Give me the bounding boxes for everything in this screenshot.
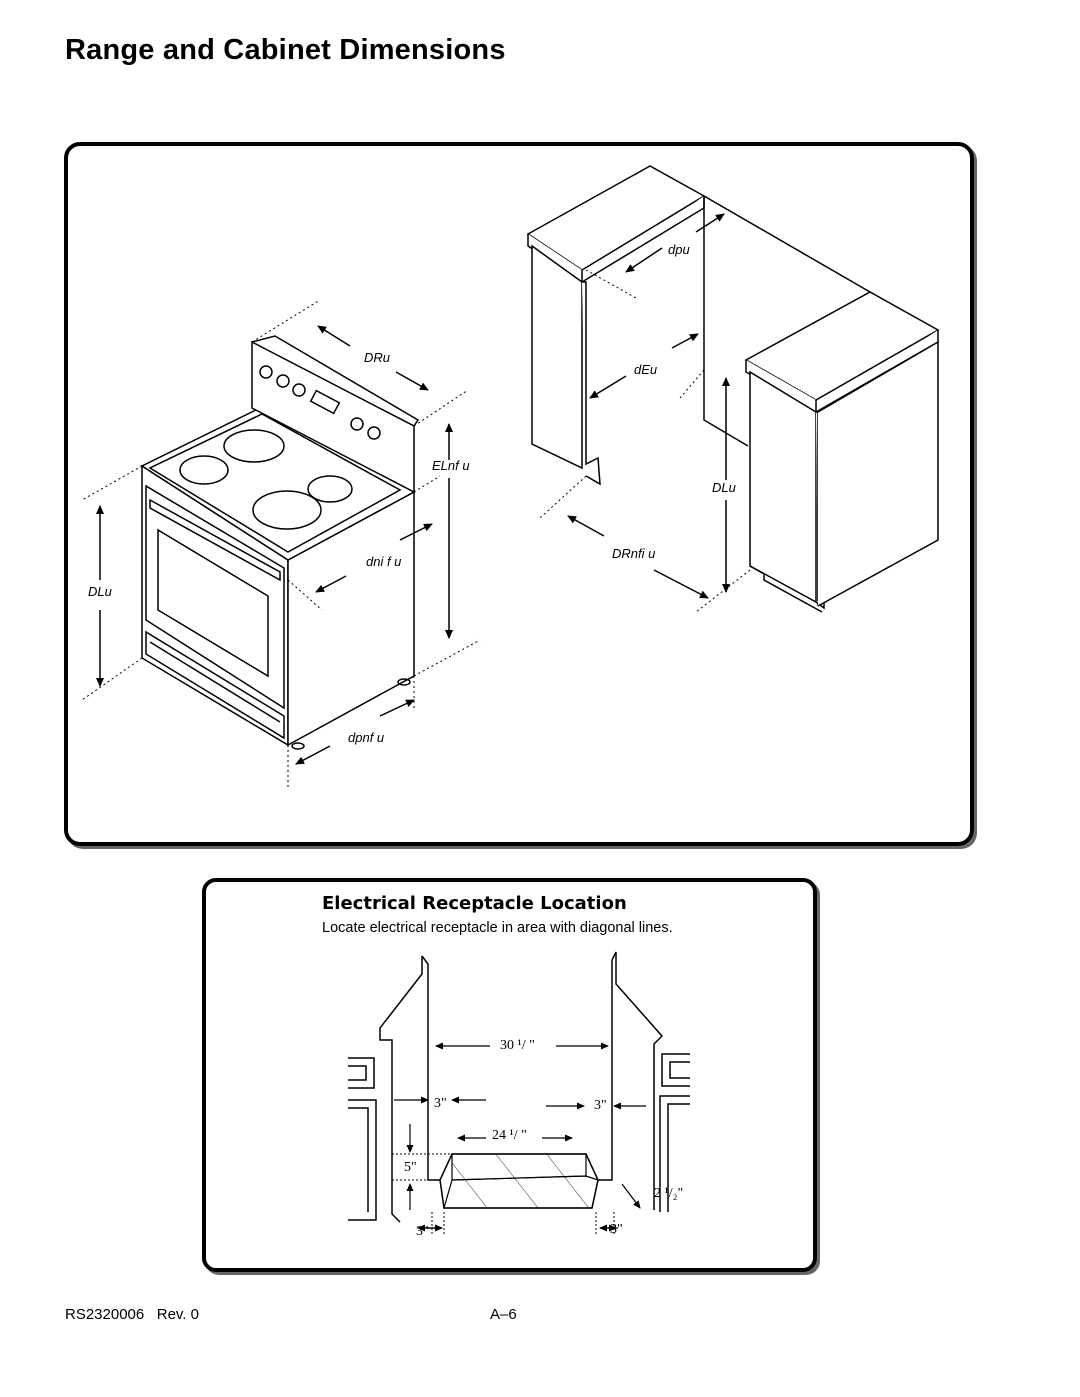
range-cabinet-panel	[64, 142, 974, 846]
dim-bottom-left-label: 3"	[416, 1224, 429, 1239]
range-side-label: DLu	[88, 584, 112, 599]
cabinet-mid-label: dEu	[634, 362, 658, 377]
receptacle-panel	[202, 878, 817, 1272]
cabinet-side-label: DLu	[712, 480, 736, 495]
footer-page-number: A–6	[490, 1306, 517, 1323]
receptacle-title: Electrical Receptacle Location	[322, 893, 627, 914]
dim-height-label: 5"	[404, 1160, 417, 1175]
dim-top-label: 30 ¹/ "	[500, 1038, 535, 1053]
footer-doc-number: RS2320006 Rev. 0	[65, 1306, 199, 1323]
dim-mid-label: 24 ¹/ "	[492, 1128, 527, 1143]
range-height-label: ELnf u	[432, 458, 470, 473]
page-title: Range and Cabinet Dimensions	[65, 34, 506, 66]
range-depth-label: dnі f u	[366, 554, 402, 569]
receptacle-subtitle: Locate electrical receptacle in area wit…	[322, 920, 673, 936]
range-width-label: DRu	[364, 350, 391, 365]
dim-bottom-right-label: 3"	[610, 1222, 623, 1237]
range-bottom-label: dpnf u	[348, 730, 385, 745]
cabinet-top-label: dpu	[668, 242, 690, 257]
dim-angle-label: 2 ¹/₂"	[654, 1186, 684, 1201]
dim-right-label: 3"	[594, 1098, 607, 1113]
cabinet-opening-label: DRnfi u	[612, 546, 656, 561]
dim-left-label: 3"	[434, 1096, 447, 1111]
